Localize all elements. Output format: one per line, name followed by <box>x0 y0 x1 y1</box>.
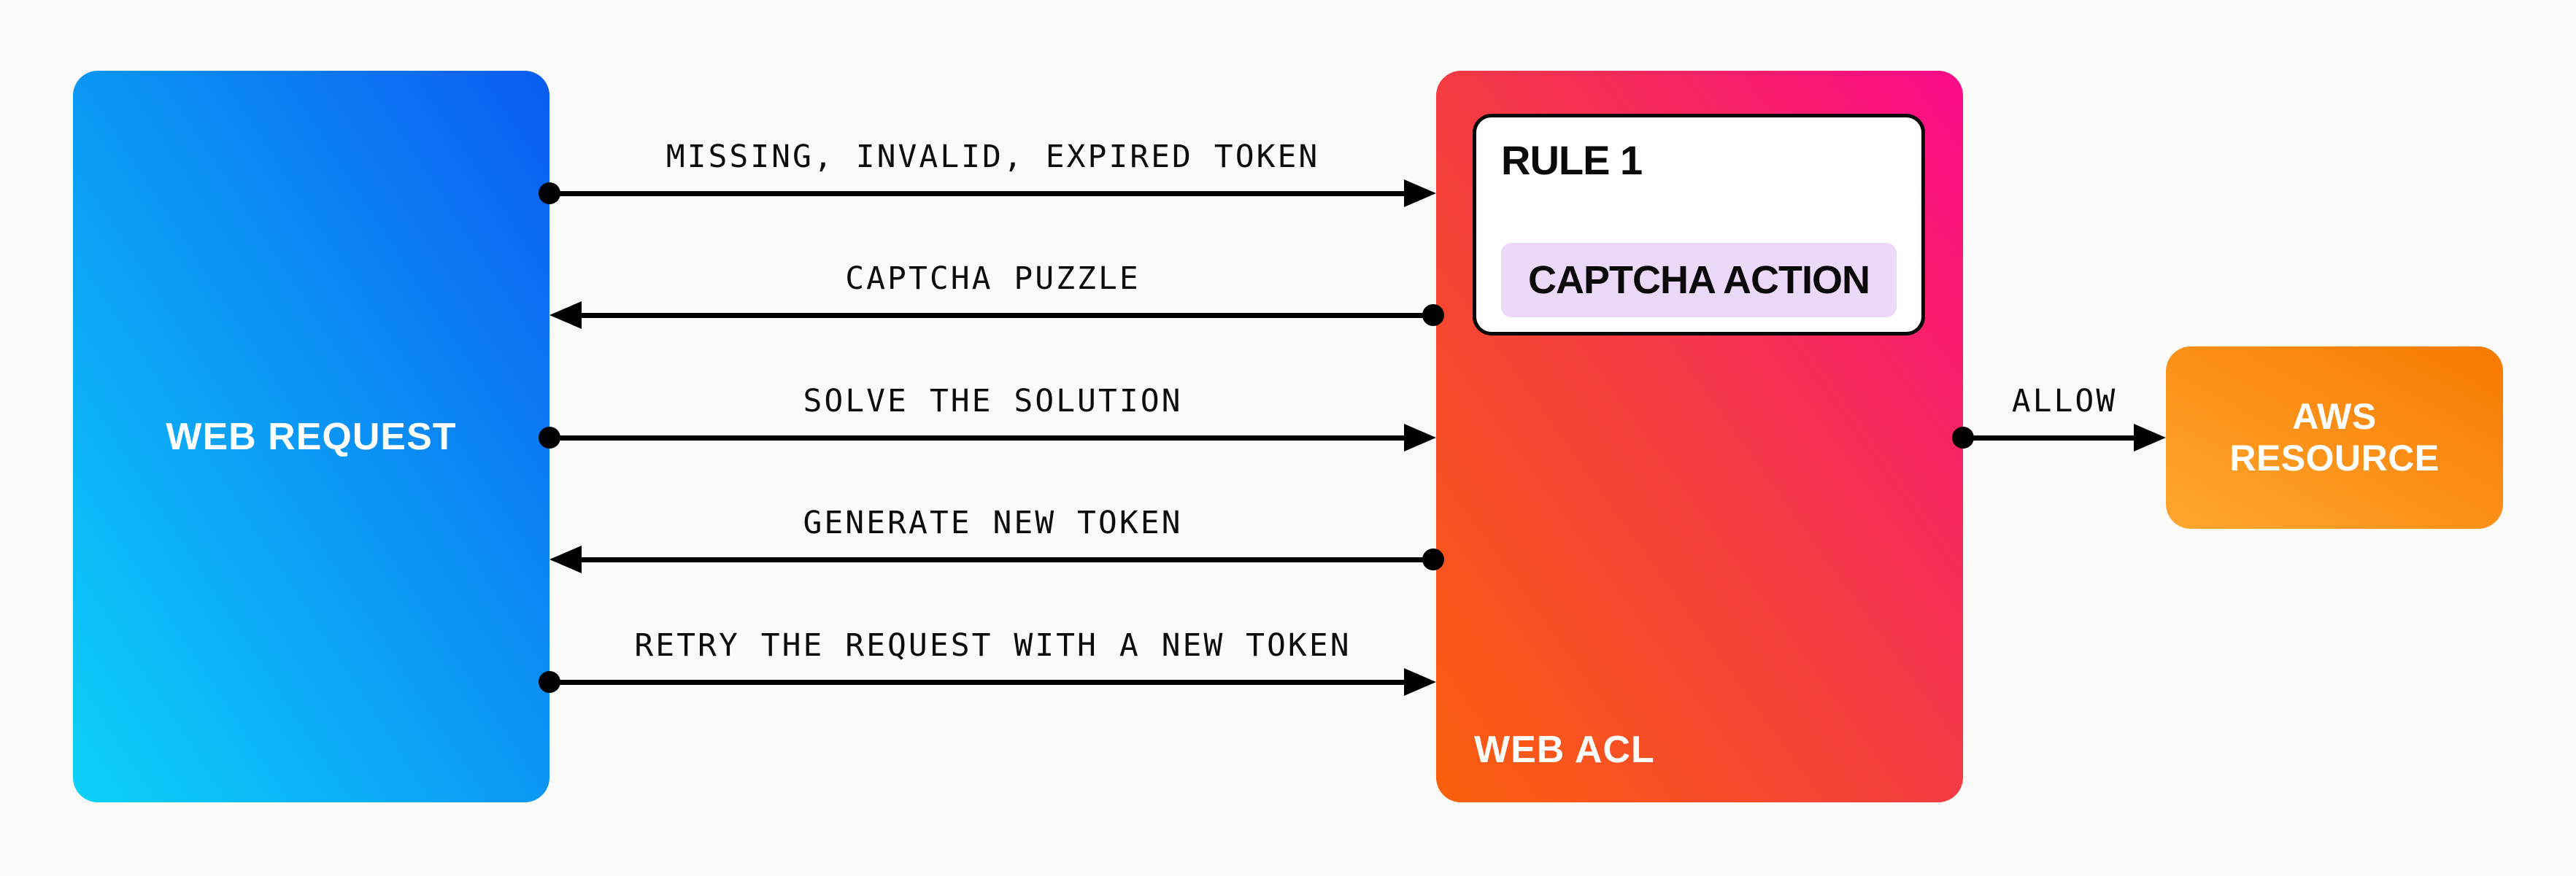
web-acl-label: WEB ACL <box>1474 729 1655 771</box>
rule-card: RULE 1 CAPTCHA ACTION <box>1473 114 1925 336</box>
arrow-head-icon <box>549 301 582 329</box>
arrow-head-icon <box>1404 668 1436 696</box>
arrow-origin-dot <box>1422 304 1444 326</box>
arrow-line <box>582 313 1433 318</box>
arrow-head-icon <box>1404 179 1436 207</box>
arrow-line <box>549 680 1404 685</box>
web-request-label: WEB REQUEST <box>166 415 457 458</box>
flow-label: MISSING, INVALID, EXPIRED TOKEN <box>666 139 1320 175</box>
captcha-action-label: CAPTCHA ACTION <box>1528 258 1870 302</box>
flow-label: SOLVE THE SOLUTION <box>803 383 1183 419</box>
arrow-line <box>549 191 1404 196</box>
flow-label: CAPTCHA PUZZLE <box>845 260 1141 297</box>
flow-label: RETRY THE REQUEST WITH A NEW TOKEN <box>634 627 1351 664</box>
aws-resource-label: AWS RESOURCE <box>2229 396 2440 478</box>
arrow-origin-dot <box>1422 549 1444 570</box>
arrow-line <box>1963 435 2134 441</box>
arrow-head-icon <box>1404 424 1436 451</box>
arrow-head-icon <box>2134 424 2166 451</box>
captcha-action-badge: CAPTCHA ACTION <box>1501 243 1897 317</box>
arrow-line <box>582 557 1433 562</box>
node-web-request: WEB REQUEST <box>73 71 549 802</box>
flow-label: GENERATE NEW TOKEN <box>803 505 1183 541</box>
rule-title: RULE 1 <box>1501 137 1643 183</box>
arrow-head-icon <box>549 546 582 573</box>
allow-flow-label: ALLOW <box>2011 383 2118 419</box>
node-web-acl: RULE 1 CAPTCHA ACTION WEB ACL <box>1436 71 1963 802</box>
arrow-line <box>549 435 1404 441</box>
node-aws-resource: AWS RESOURCE <box>2166 346 2503 529</box>
